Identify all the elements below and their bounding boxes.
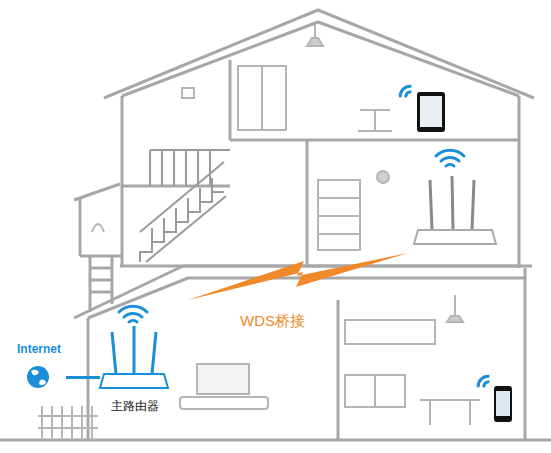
wifi-icons	[119, 84, 491, 389]
phone-device	[494, 386, 512, 422]
house-outline	[0, 10, 551, 440]
main-router	[100, 326, 168, 388]
internet-node: Internet	[12, 343, 66, 389]
staircase	[140, 150, 230, 262]
node-text: Internet	[17, 343, 61, 357]
internet-globe	[27, 366, 49, 388]
router-node: 主路由器	[100, 366, 170, 414]
furniture	[38, 25, 480, 440]
node-text: 主路由器	[111, 400, 159, 414]
repeater-router	[414, 176, 496, 244]
wds-lightning	[188, 253, 408, 300]
bridge-label: WDS桥接	[240, 312, 305, 331]
network-cable	[66, 377, 100, 378]
tablet-device	[417, 92, 445, 132]
